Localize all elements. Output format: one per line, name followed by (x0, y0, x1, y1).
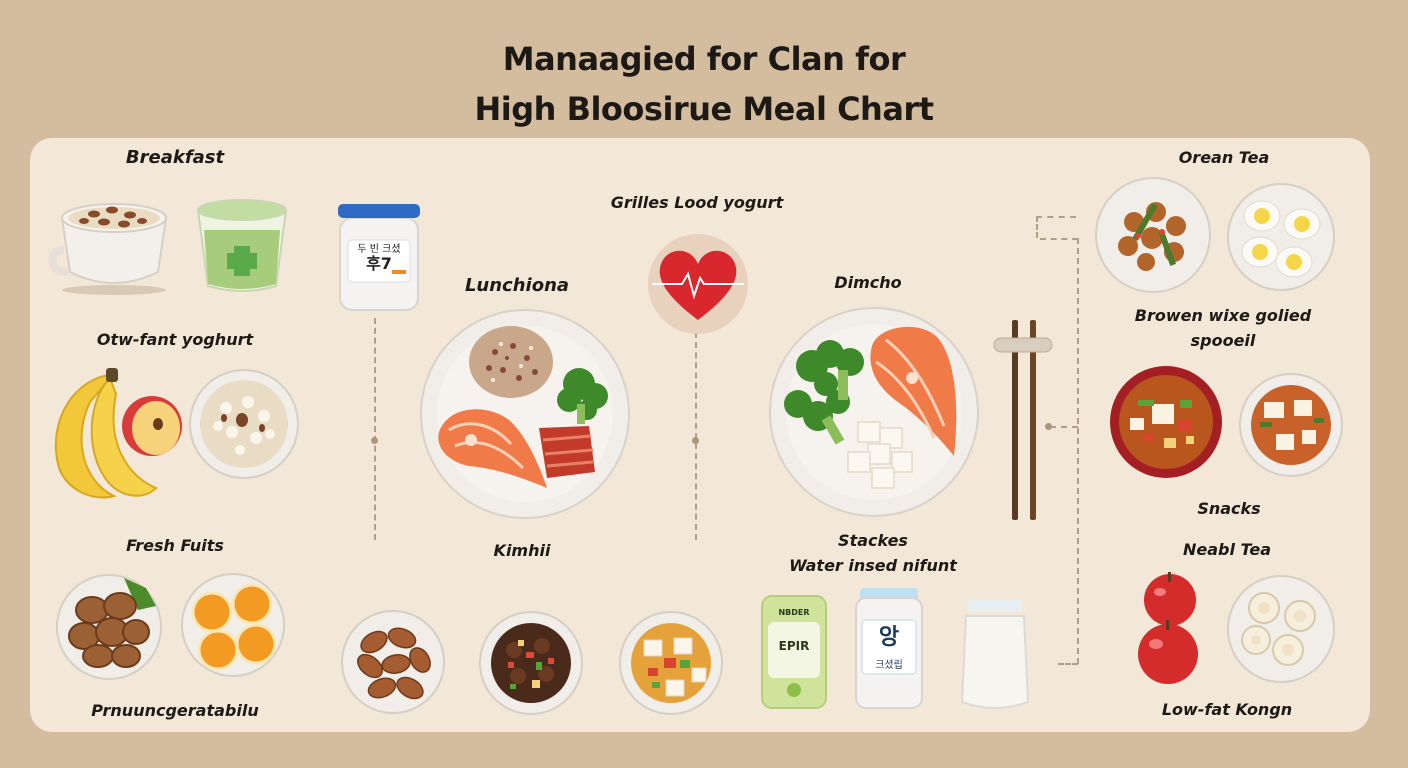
jar-label-line2: 후7 (366, 254, 392, 273)
beef-stirfry-bowl-illustration (478, 610, 584, 716)
label-dimcho: Dimcho (834, 273, 902, 292)
bracket-vertical (1077, 238, 1079, 664)
tofu-stew-bowl-illustration (618, 610, 724, 716)
label-water-insed: Water insed nifunt (789, 556, 957, 575)
yogurt-jar-label: 두 빈 크셨 후7 (348, 243, 410, 273)
label-stackes: Stackes (838, 531, 908, 550)
chart-title-line2: High Bloosirue Meal Chart (474, 90, 934, 128)
bracket-mid (1050, 426, 1078, 428)
milk-carton-big: 앙 (878, 625, 900, 650)
label-breakfast: Breakfast (125, 147, 225, 168)
green-carton-top: NBDER (778, 608, 810, 617)
white-milk-carton-illustration (852, 586, 926, 712)
banana-apple-illustration (44, 360, 184, 508)
chart-title-line1: Manaagied for Clan for (502, 40, 906, 78)
lunch-plate-salmon-quinoa-illustration (419, 308, 631, 520)
jar-label-line1: 두 빈 크셨 (357, 244, 401, 255)
label-neabl-tea: Neabl Tea (1182, 540, 1272, 559)
green-carton-mid: EPIR (778, 639, 810, 653)
red-apples-illustration (1134, 570, 1206, 688)
divider-line-center (695, 332, 697, 540)
dinner-plate-salmon-tofu-illustration (768, 306, 980, 518)
divider-line-left (374, 318, 376, 540)
bracket-bottom (1058, 663, 1078, 665)
bracket-dot (1045, 423, 1052, 430)
white-milk-carton-text: 앙 크셨립 (862, 625, 916, 672)
label-orean-tea: Orean Tea (1178, 148, 1270, 167)
label-browen-line1: Browen wixe golied (1134, 306, 1312, 325)
rice-porridge-bowl-illustration (188, 368, 300, 480)
bracket-top-side (1036, 216, 1038, 238)
divider-dot-left (371, 437, 378, 444)
label-browen-line2: spooeil (1190, 331, 1256, 350)
label-low-fat-kongn: Low-fat Kongn (1161, 700, 1293, 719)
bracket-top-inner (1040, 238, 1078, 240)
label-prnuunc: Prnuuncgeratabilu (91, 701, 259, 720)
red-soup-bowl-illustration (1108, 364, 1224, 480)
milk-carton-small: 크셨립 (875, 660, 903, 671)
walnut-bowl-illustration (54, 570, 164, 680)
bracket-top (1036, 216, 1076, 218)
label-grilles-lood-yogurt: Grilles Lood yogurt (610, 193, 784, 212)
heart-pulse-icon (646, 234, 750, 334)
green-carton-text: NBDER EPIR (766, 608, 822, 653)
green-yogurt-cup-illustration (190, 194, 294, 298)
green-carton-illustration (758, 590, 830, 712)
orange-slices-plate-illustration (180, 572, 286, 678)
rice-cake-plate-illustration (1226, 574, 1336, 684)
stirfry-plate-illustration (1094, 176, 1212, 294)
oatmeal-cup-illustration (46, 196, 176, 296)
label-otw-fant-yoghurt: Otw-fant yoghurt (96, 330, 254, 349)
divider-dot-center (692, 437, 699, 444)
milk-bottle-illustration (958, 598, 1032, 714)
yogurt-jar-illustration (334, 200, 424, 314)
tofu-soup-bowl-illustration (1238, 372, 1344, 478)
label-snacks: Snacks (1197, 499, 1261, 518)
chopsticks-illustration (992, 318, 1056, 522)
label-lunchiona: Lunchiona (464, 275, 570, 296)
label-kimhii: Kimhii (493, 541, 551, 560)
almond-bowl-illustration (340, 608, 446, 716)
boiled-eggs-plate-illustration (1226, 182, 1336, 292)
label-fresh-fruits: Fresh Fuits (126, 536, 224, 555)
